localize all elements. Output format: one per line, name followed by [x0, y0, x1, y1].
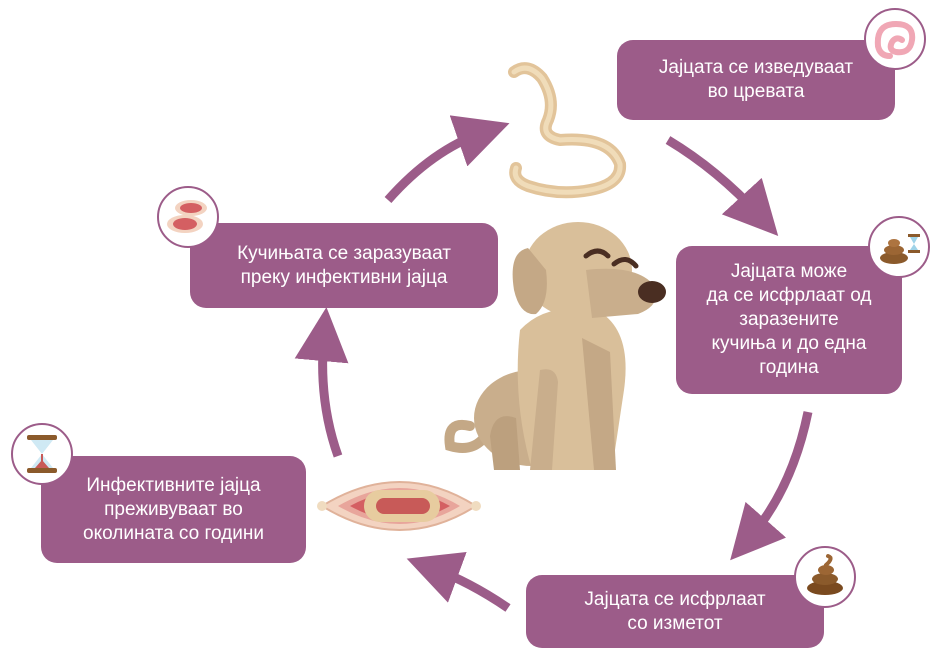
- feces-hourglass-icon: [880, 234, 920, 264]
- meat-badge: [157, 186, 219, 248]
- hourglass-badge: [11, 423, 73, 485]
- arrow-box3-to-larva: [406, 552, 511, 612]
- step-dogs-get-infected: Кучињата се заразуваат преку инфективни …: [190, 223, 498, 308]
- arrow-box5-to-worm: [384, 115, 510, 203]
- arrow-box4-to-box5: [294, 307, 349, 458]
- step-eggs-shed-up-to-one-year: Јајцата може да се исфрлаат од заразенит…: [676, 246, 902, 394]
- intestine-icon: [874, 20, 916, 59]
- arrow-worm-to-box1: [665, 136, 779, 236]
- intestine-badge: [864, 8, 926, 70]
- meat-icon: [167, 200, 207, 233]
- arrow-box2-to-box3: [730, 411, 813, 561]
- step-eggs-develop-in-intestine: Јајцата се изведуваат во цревата: [617, 40, 895, 120]
- feces-hourglass-badge: [868, 216, 930, 278]
- step-eggs-shed-in-feces: Јајцата се исфрлаат со изметот: [526, 575, 824, 648]
- step-eggs-survive-in-environment: Инфективните јајца преживуваат во околин…: [41, 456, 306, 563]
- hourglass-icon: [27, 435, 57, 473]
- feces-icon: [807, 554, 843, 595]
- feces-badge: [794, 546, 856, 608]
